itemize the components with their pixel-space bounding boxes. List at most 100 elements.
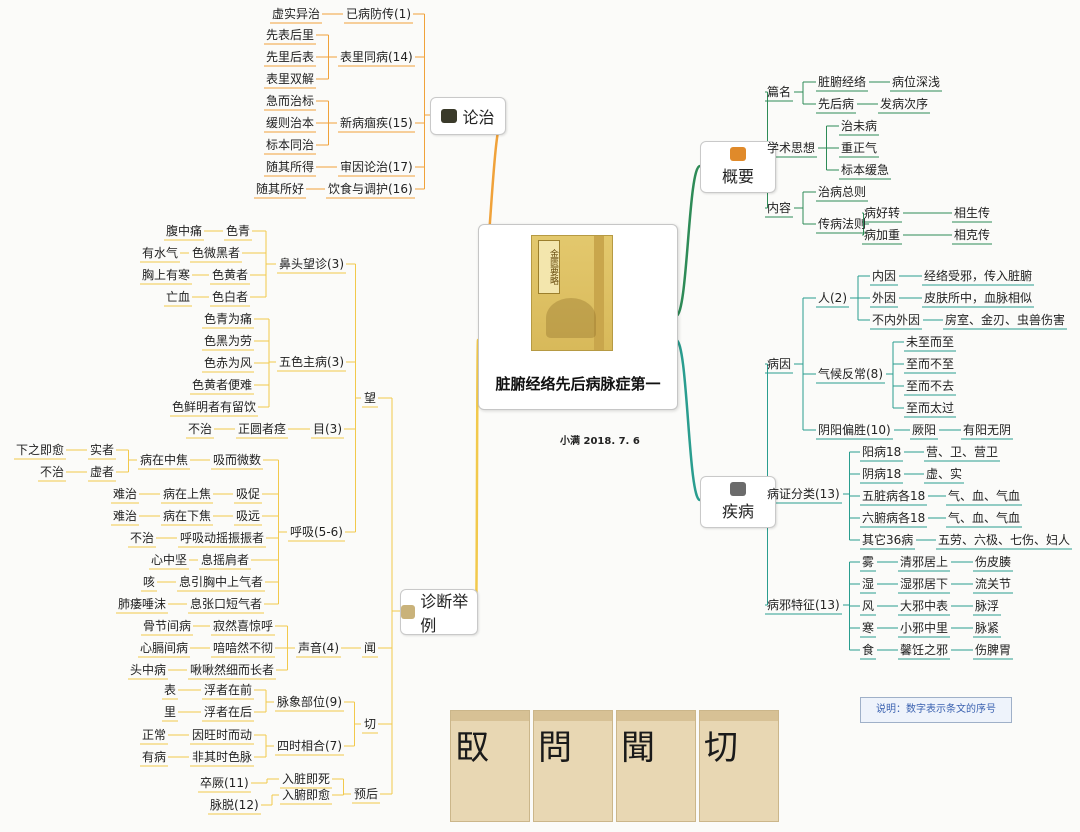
node-zhenduan-w1c1[interactable]: 胸上有寒: [142, 267, 190, 283]
node-gaiyao-a3b2a[interactable]: 相克传: [954, 227, 990, 243]
node-zhenduan-wen1b[interactable]: 喑喑然不彻: [213, 640, 273, 656]
node-jibing-c3c1[interactable]: 大邪中表: [900, 598, 948, 614]
node-zhenduan-w4g1[interactable]: 肺痿唾沫: [118, 596, 166, 612]
node-gaiyao-a1[interactable]: 篇名: [767, 84, 791, 100]
node-jibing-c2d[interactable]: 六腑病各18: [862, 510, 925, 526]
node-jibing-c1a2[interactable]: 外因: [872, 290, 896, 306]
node-jibing-c1c1[interactable]: 厥阳: [912, 422, 936, 438]
node-zhenduan-q1[interactable]: 脉象部位(9): [277, 694, 342, 710]
node-jibing-c1b2[interactable]: 至而不至: [906, 356, 954, 372]
node-zhenduan-w4a1a1[interactable]: 下之即愈: [16, 442, 64, 458]
node-jibing-c1b3[interactable]: 至而不去: [906, 378, 954, 394]
node-jibing-c1b[interactable]: 气候反常(8): [818, 366, 883, 382]
node-zhenduan-y[interactable]: 预后: [354, 786, 378, 802]
node-jibing-c3a2[interactable]: 伤皮腠: [975, 554, 1011, 570]
node-lunzhi-b4[interactable]: 审因论治(17): [340, 159, 413, 175]
node-jibing-c1a2a[interactable]: 皮肤所中，血脉相似: [924, 290, 1032, 306]
branch-jibing[interactable]: 疾病: [700, 476, 776, 528]
node-gaiyao-a1b1[interactable]: 发病次序: [880, 96, 928, 112]
node-zhenduan-w1d1[interactable]: 亡血: [166, 289, 190, 305]
node-lunzhi-b2b[interactable]: 先里后表: [266, 49, 314, 65]
node-jibing-c3b1[interactable]: 湿邪居下: [900, 576, 948, 592]
node-lunzhi-b1a[interactable]: 虚实异治: [272, 6, 320, 22]
node-zhenduan-w4a1b[interactable]: 虚者: [90, 464, 114, 480]
node-jibing-c2b1[interactable]: 虚、实: [926, 466, 962, 482]
node-zhenduan-w4d1[interactable]: 不治: [130, 530, 154, 546]
node-gaiyao-a1a1[interactable]: 病位深浅: [892, 74, 940, 90]
node-zhenduan-w4a1a[interactable]: 实者: [90, 442, 114, 458]
node-lunzhi-b5a[interactable]: 随其所好: [256, 181, 304, 197]
node-lunzhi-b2c[interactable]: 表里双解: [266, 71, 314, 87]
node-jibing-c3[interactable]: 病邪特征(13): [767, 597, 840, 613]
node-lunzhi-b5[interactable]: 饮食与调护(16): [328, 181, 413, 197]
node-jibing-c1b4[interactable]: 至而太过: [906, 400, 954, 416]
node-zhenduan-w3a[interactable]: 正圆者痉: [238, 421, 286, 437]
node-zhenduan-y1a[interactable]: 卒厥(11): [200, 775, 249, 791]
node-gaiyao-a3b[interactable]: 传病法则: [818, 216, 866, 232]
node-zhenduan-q2b1[interactable]: 有病: [142, 749, 166, 765]
node-zhenduan-wen1a[interactable]: 寂然喜惊呼: [213, 618, 273, 634]
node-zhenduan-wen1a1[interactable]: 骨节间病: [143, 618, 191, 634]
node-zhenduan-w[interactable]: 望: [364, 390, 376, 406]
node-zhenduan-w4b1a[interactable]: 难治: [113, 486, 137, 502]
node-zhenduan-w4c1[interactable]: 病在下焦: [163, 508, 211, 524]
node-zhenduan-w4d[interactable]: 呼吸动摇振振者: [180, 530, 264, 546]
node-zhenduan-y1[interactable]: 入脏即死: [282, 771, 330, 787]
node-zhenduan-q1b[interactable]: 浮者在后: [204, 704, 252, 720]
node-jibing-c2c[interactable]: 五脏病各18: [862, 488, 925, 504]
node-zhenduan-q1a[interactable]: 浮者在前: [204, 682, 252, 698]
node-jibing-c3d2[interactable]: 脉紧: [975, 620, 999, 636]
node-jibing-c1a[interactable]: 人(2): [818, 290, 847, 306]
node-jibing-c2e[interactable]: 其它36病: [862, 532, 913, 548]
node-gaiyao-a3[interactable]: 内容: [767, 200, 791, 216]
node-zhenduan-q1a1[interactable]: 表: [164, 682, 176, 698]
node-jibing-c1a1[interactable]: 内因: [872, 268, 896, 284]
node-jibing-c3e1[interactable]: 馨饪之邪: [900, 642, 948, 658]
node-zhenduan-w2e[interactable]: 色鲜明者有留饮: [172, 399, 256, 415]
node-zhenduan-q[interactable]: 切: [364, 716, 376, 732]
node-zhenduan-w1b1[interactable]: 有水气: [142, 245, 178, 261]
node-jibing-c3b2[interactable]: 流关节: [975, 576, 1011, 592]
node-lunzhi-b1[interactable]: 已病防传(1): [346, 6, 411, 22]
node-zhenduan-w4g[interactable]: 息张口短气者: [190, 596, 262, 612]
node-zhenduan-q2a1[interactable]: 正常: [142, 727, 166, 743]
node-zhenduan-q2b[interactable]: 非其时色脉: [192, 749, 252, 765]
node-zhenduan-w4e1[interactable]: 心中坚: [151, 552, 187, 568]
node-zhenduan-wen1c[interactable]: 啾啾然细而长者: [190, 662, 274, 678]
node-zhenduan-q2a[interactable]: 因旺时而动: [192, 727, 252, 743]
branch-lunzhi[interactable]: 论治: [430, 97, 506, 135]
node-zhenduan-w4a1[interactable]: 病在中焦: [140, 452, 188, 468]
node-zhenduan-y2a[interactable]: 脉脱(12): [210, 797, 259, 813]
node-lunzhi-b3b[interactable]: 缓则治本: [266, 115, 314, 131]
node-zhenduan-w4b1[interactable]: 病在上焦: [163, 486, 211, 502]
node-zhenduan-y2[interactable]: 入腑即愈: [282, 787, 330, 803]
node-jibing-c2c1[interactable]: 气、血、气血: [948, 488, 1020, 504]
node-lunzhi-b2[interactable]: 表里同病(14): [340, 49, 413, 65]
node-jibing-c1a3a[interactable]: 房室、金刃、虫兽伤害: [945, 312, 1065, 328]
node-zhenduan-w4[interactable]: 呼吸(5-6): [290, 524, 343, 540]
node-zhenduan-wen1[interactable]: 声音(4): [298, 640, 339, 656]
node-lunzhi-b3a[interactable]: 急而治标: [266, 93, 314, 109]
node-jibing-c2d1[interactable]: 气、血、气血: [948, 510, 1020, 526]
node-jibing-c1b1[interactable]: 未至而至: [906, 334, 954, 350]
node-gaiyao-a2[interactable]: 学术思想: [767, 140, 815, 156]
node-lunzhi-b3[interactable]: 新病痼疾(15): [340, 115, 413, 131]
node-zhenduan-w2c[interactable]: 色赤为风: [204, 355, 252, 371]
node-zhenduan-w3[interactable]: 目(3): [313, 421, 342, 437]
node-zhenduan-w4e[interactable]: 息摇肩者: [201, 552, 249, 568]
node-jibing-c1a1a[interactable]: 经络受邪，传入脏腑: [924, 268, 1032, 284]
node-zhenduan-w1b[interactable]: 色微黑者: [192, 245, 240, 261]
node-gaiyao-a2c[interactable]: 标本缓急: [841, 162, 889, 178]
node-jibing-c3a1[interactable]: 清邪居上: [900, 554, 948, 570]
branch-zhenduan[interactable]: 诊断举例: [400, 589, 478, 635]
node-zhenduan-w1[interactable]: 鼻头望诊(3): [279, 256, 344, 272]
node-zhenduan-w4a1b1[interactable]: 不治: [40, 464, 64, 480]
node-jibing-c1[interactable]: 病因: [767, 356, 791, 372]
node-gaiyao-a1b[interactable]: 先后病: [818, 96, 854, 112]
node-zhenduan-wen1b1[interactable]: 心膈间病: [140, 640, 188, 656]
node-zhenduan-w1d[interactable]: 色白者: [212, 289, 248, 305]
node-gaiyao-a2a[interactable]: 治未病: [841, 118, 877, 134]
node-jibing-c3b[interactable]: 湿: [862, 576, 874, 592]
node-jibing-c3d[interactable]: 寒: [862, 620, 874, 636]
node-jibing-c1a3[interactable]: 不内外因: [872, 312, 920, 328]
